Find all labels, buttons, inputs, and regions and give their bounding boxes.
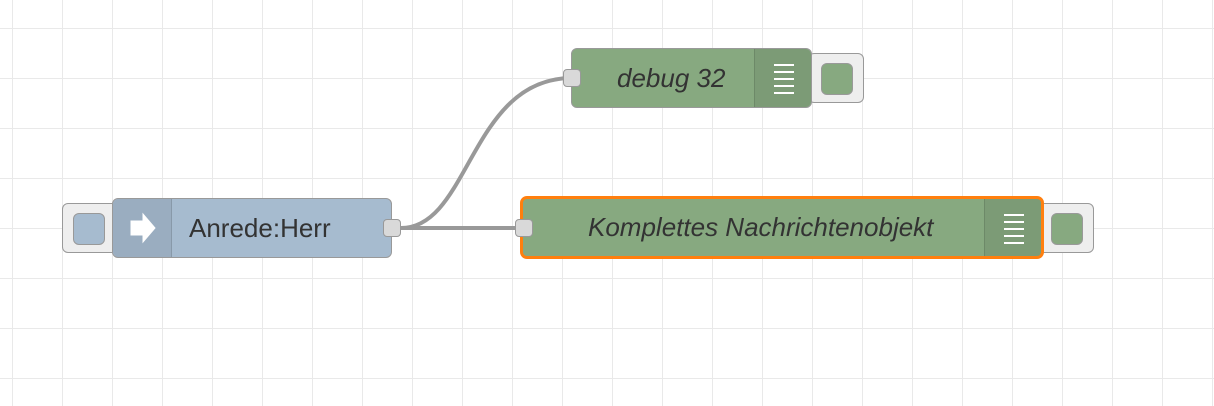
debug-32-toggle-square[interactable] — [821, 63, 853, 95]
debug-list-icon — [984, 199, 1041, 256]
inject-trigger-square[interactable] — [73, 213, 105, 245]
komplettes-toggle-button[interactable] — [1038, 203, 1094, 253]
debug-list-icon — [754, 49, 811, 107]
wire-inject-to-debug-32[interactable] — [400, 76, 573, 230]
komplettes-input-port[interactable] — [515, 219, 533, 237]
komplettes-toggle-square[interactable] — [1051, 213, 1083, 245]
debug-32-input-port[interactable] — [563, 69, 581, 87]
inject-output-port[interactable] — [383, 219, 401, 237]
inject-node-label: Anrede:Herr — [189, 212, 331, 243]
debug-32-label: debug 32 — [617, 62, 726, 93]
inject-node-anrede-herr[interactable]: Anrede:Herr — [112, 198, 401, 258]
arrow-in-icon — [113, 199, 172, 257]
debug-node-debug-32[interactable]: debug 32 — [563, 48, 812, 108]
debug-node-komplettes-nachrichtenobjekt[interactable]: Komplettes Nachrichtenobjekt — [515, 196, 1044, 259]
komplettes-label: Komplettes Nachrichtenobjekt — [588, 212, 934, 242]
debug-32-toggle-button[interactable] — [808, 53, 864, 103]
